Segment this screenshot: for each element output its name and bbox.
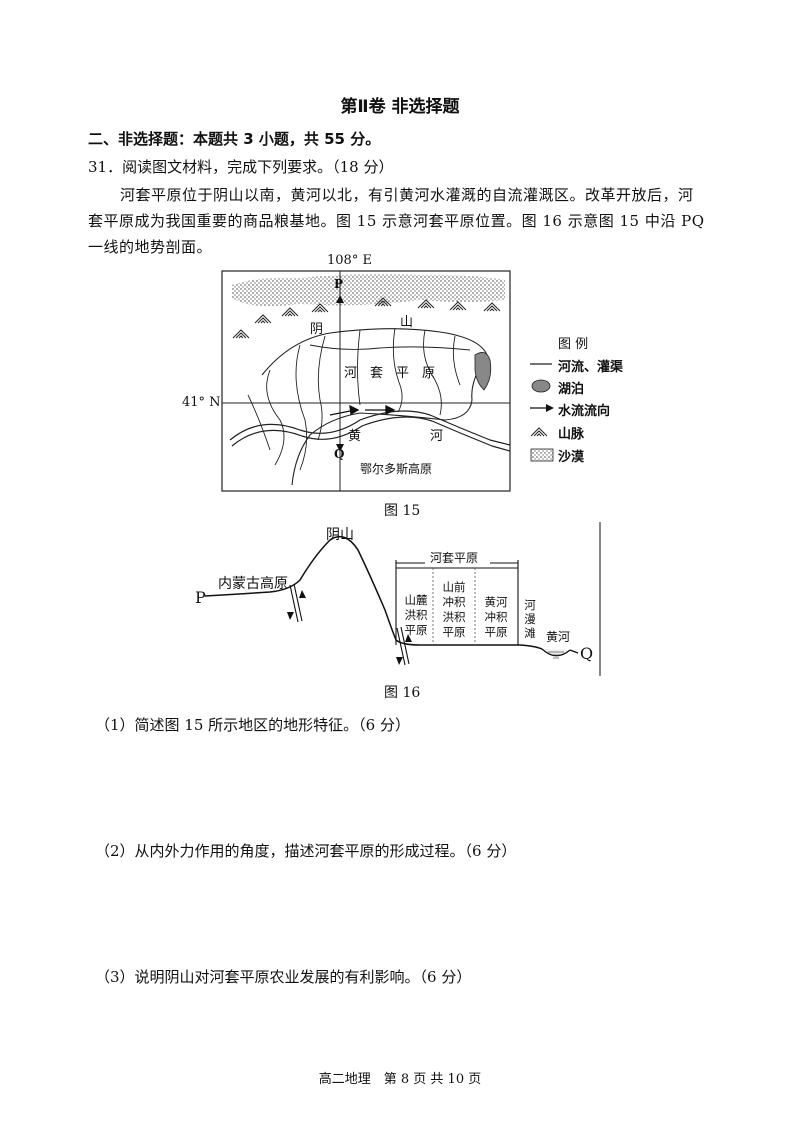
legend-lake-symbol: [531, 379, 551, 393]
question-2: （2）从内外力作用的角度，描述河套平原的形成过程。（6 分）: [95, 842, 517, 860]
map-label-yin: 阴: [310, 322, 324, 337]
legend-river-label: 河流、灌渠: [558, 360, 624, 375]
question-31-stem: 31．阅读图文材料，完成下列要求。（18 分）: [88, 158, 394, 176]
profile-label-yinshan: 阴山: [326, 527, 354, 543]
map-label-plain-3: 平: [396, 366, 410, 381]
profile-col-4: 河漫滩: [524, 598, 536, 640]
legend-mountain-symbol: [530, 427, 548, 437]
paragraph-line-2: 套平原成为我国重要的商品粮基地。图 15 示意河套平原位置。图 16 示意图 1…: [88, 212, 705, 230]
paragraph-line-3: 一线的地势剖面。: [88, 238, 213, 256]
legend-title: 图 例: [558, 337, 589, 352]
legend-flow-label: 水流流向: [558, 404, 611, 419]
figure-16-caption: 图 16: [384, 685, 421, 701]
latitude-label: 41° N: [182, 395, 221, 410]
section-heading: 二、非选择题：本题共 3 小题，共 55 分。: [88, 130, 381, 148]
map-label-p: P: [334, 277, 344, 291]
profile-label-huanghe: 黄河: [546, 630, 571, 644]
hetao-plain-box: [395, 560, 519, 645]
map-label-plain-1: 河: [344, 366, 358, 381]
plain-dividers: [432, 568, 476, 645]
legend-desert-symbol: [530, 448, 554, 462]
profile-col-2: 山前冲积洪积平原: [442, 580, 466, 639]
profile-col-3: 黄河冲积平原: [484, 595, 508, 639]
profile-col-1: 山麓洪积平原: [404, 593, 428, 637]
map-label-q: Q: [334, 447, 345, 461]
yellow-river-south-bank: [231, 416, 511, 452]
map-label-huang: 黄: [348, 429, 362, 444]
terrain-profile-line: [204, 535, 543, 650]
flow-arrows: [329, 404, 396, 416]
profile-label-p: P: [195, 588, 206, 607]
longitude-label: 108° E: [327, 253, 372, 268]
lake: [474, 352, 492, 391]
legend-desert-label: 沙漠: [558, 450, 585, 465]
desert-area: [232, 274, 505, 306]
legend-lake-label: 湖泊: [558, 382, 585, 397]
map-legend: [530, 363, 554, 462]
map-frame: [221, 270, 511, 492]
river-channel: [541, 648, 571, 657]
figure-15-caption: 图 15: [384, 503, 421, 519]
map-label-he: 河: [430, 429, 444, 444]
legend-mountain-label: 山脉: [558, 427, 585, 442]
fault-arrows: [287, 590, 412, 665]
map-label-ordos: 鄂尔多斯高原: [360, 462, 433, 476]
profile-hetao-box-label: 河套平原: [428, 549, 481, 566]
map-label-plain-4: 原: [422, 366, 436, 381]
map-label-plain-2: 套: [370, 366, 384, 381]
section-title: 第Ⅱ卷 非选择题: [340, 97, 460, 117]
plain-boundary: [261, 328, 488, 486]
profile-label-q: Q: [580, 644, 594, 663]
question-1: （1）简述图 15 所示地区的地形特征。（6 分）: [95, 716, 410, 734]
page-footer: 高二地理 第 8 页 共 10 页: [318, 1072, 482, 1087]
map-label-shan: 山: [400, 315, 414, 330]
pq-markers: [336, 295, 344, 452]
irrigation-channels: [247, 327, 471, 471]
mountain-symbols: [232, 297, 501, 339]
fault-lines: [289, 583, 410, 666]
river-hatch: [548, 651, 564, 659]
profile-label-neimenggu: 内蒙古高原: [218, 576, 288, 592]
paragraph-line-1: 河套平原位于阴山以南，黄河以北，有引黄河水灌溉的自流灌溉区。改革开放后，河: [120, 186, 694, 204]
yellow-river-north-bank: [229, 410, 511, 446]
question-3: （3）说明阴山对河套平原农业发展的有利影响。（6 分）: [95, 968, 472, 986]
